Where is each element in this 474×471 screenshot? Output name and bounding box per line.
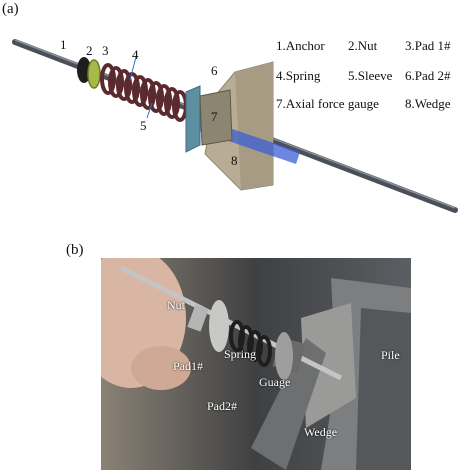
part-number-1: 1 <box>60 37 67 52</box>
legend-item: 3.Pad 1# <box>405 38 451 53</box>
legend-item: 1.Anchor <box>276 38 325 53</box>
legend-item: 7.Axial force gauge <box>276 96 379 111</box>
photo-label-nut: Nut <box>167 298 185 312</box>
part-number-2: 2 <box>86 43 93 58</box>
part-number-7: 7 <box>211 109 218 124</box>
panel-a-tag: (a) <box>2 1 19 17</box>
field-photo: Nut Spring Pad1# Guage Pad2# Wedge Pile <box>101 258 411 470</box>
part-number-4: 4 <box>132 47 139 62</box>
legend-item: 4.Spring <box>276 68 321 83</box>
photo-label-pile: Pile <box>381 348 400 362</box>
legend-item: 2.Nut <box>348 38 378 53</box>
photo-label-pad1: Pad1# <box>173 359 203 373</box>
part-number-3: 3 <box>102 43 109 58</box>
gauge-shape <box>199 89 233 146</box>
anchor-assembly-diagram <box>12 39 458 213</box>
pad1-shape <box>87 59 101 89</box>
legend-item: 6.Pad 2# <box>405 68 451 83</box>
photo-label-gauge: Guage <box>259 375 291 389</box>
photo-label-spring: Spring <box>224 347 257 361</box>
panel-a: (a) 1 2 <box>0 0 474 235</box>
photo-label-wedge: Wedge <box>304 425 338 439</box>
photo-label-pad2: Pad2# <box>207 399 237 413</box>
part-number-6: 6 <box>211 63 218 78</box>
legend-item: 5.Sleeve <box>348 68 393 83</box>
part-number-8: 8 <box>231 153 238 168</box>
field-photo-image <box>101 258 411 470</box>
spring-coils <box>100 63 188 122</box>
panel-b-tag: (b) <box>66 242 84 258</box>
panel-b: (b) <box>0 235 474 471</box>
pad2-shape <box>185 85 201 153</box>
part-number-5: 5 <box>140 118 147 133</box>
legend-item: 8.Wedge <box>405 96 451 111</box>
